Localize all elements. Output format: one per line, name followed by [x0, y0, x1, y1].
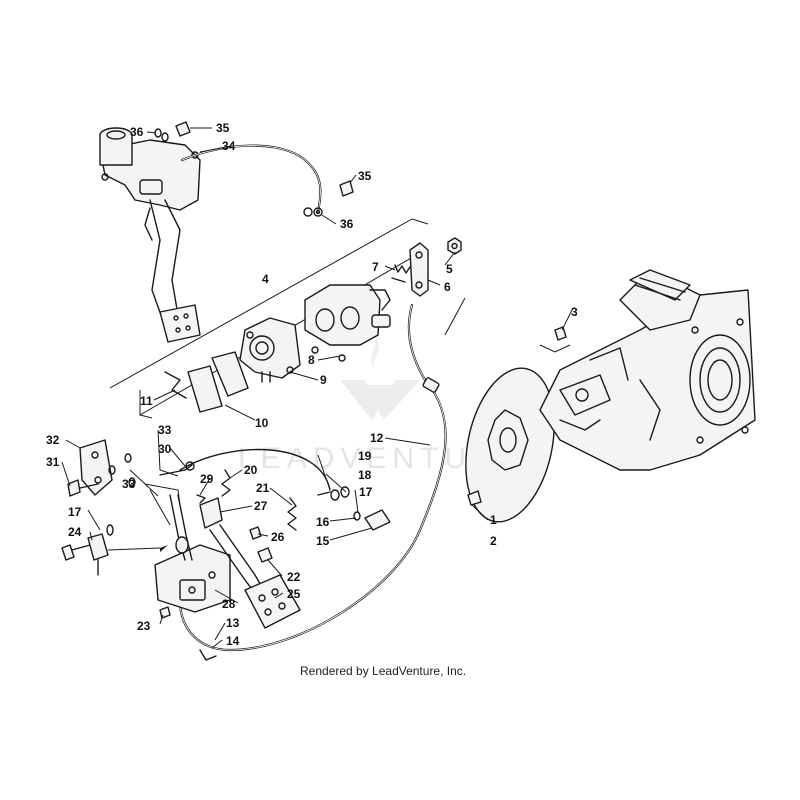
banjo-bolt-upper: [154, 121, 191, 142]
callout-2: 2: [490, 534, 497, 548]
brake-disc: [465, 367, 555, 523]
callout-28: 28: [222, 597, 236, 611]
callout-30: 30: [158, 442, 172, 456]
cable-adjuster: [317, 486, 391, 531]
callout-17-lower: 17: [68, 505, 82, 519]
callout-21: 21: [256, 481, 270, 495]
diagram-caption: Rendered by LeadVenture, Inc.: [300, 664, 466, 678]
callout-34: 34: [222, 139, 236, 153]
callout-24: 24: [68, 525, 82, 539]
callout-labels: 1 2 3 4 5 6 7 8 9 10 11 12 13 14 15 16 1…: [46, 121, 578, 648]
callout-36-lower: 36: [340, 217, 354, 231]
callout-14: 14: [226, 634, 240, 648]
callout-20: 20: [244, 463, 258, 477]
callout-12: 12: [370, 431, 384, 445]
callout-1: 1: [490, 513, 497, 527]
callout-7: 7: [372, 260, 379, 274]
gearcase: [539, 269, 756, 471]
callout-25: 25: [287, 587, 301, 601]
brake-hose: [180, 144, 323, 217]
clevis-assembly: [61, 524, 114, 576]
callout-19: 19: [358, 449, 372, 463]
callout-26: 26: [271, 530, 285, 544]
callout-35-lower: 35: [358, 169, 372, 183]
callout-18: 18: [358, 468, 372, 482]
pivot-bracket: [67, 439, 136, 497]
watermark-logo-icon: [340, 330, 420, 420]
callout-9: 9: [320, 373, 327, 387]
callout-23: 23: [137, 619, 151, 633]
caliper-lever: [391, 242, 429, 297]
callout-36-upper: 36: [130, 125, 144, 139]
callout-33-upper: 33: [158, 423, 172, 437]
callout-4: 4: [262, 272, 269, 286]
parking-brake-assembly: [154, 448, 331, 629]
callout-10: 10: [255, 416, 269, 430]
callout-33-lower: 33: [122, 477, 136, 491]
master-cylinder-assembly: [99, 127, 201, 343]
callout-35-upper: 35: [216, 121, 230, 135]
leader-lines: [61, 127, 574, 649]
callout-31: 31: [46, 455, 60, 469]
callout-29: 29: [200, 472, 214, 486]
banjo-bolt-lower: [303, 180, 354, 217]
callout-5: 5: [446, 262, 453, 276]
callout-3: 3: [571, 305, 578, 319]
callout-22: 22: [287, 570, 301, 584]
caliper-assembly: [164, 284, 391, 413]
lock-nut: [447, 237, 462, 255]
callout-13: 13: [226, 616, 240, 630]
callout-32: 32: [46, 433, 60, 447]
callout-11: 11: [140, 394, 153, 408]
callout-15: 15: [316, 534, 330, 548]
callout-6: 6: [444, 280, 451, 294]
callout-8: 8: [308, 353, 315, 367]
callout-27: 27: [254, 499, 268, 513]
callout-16: 16: [316, 515, 330, 529]
callout-17-upper: 17: [359, 485, 373, 499]
